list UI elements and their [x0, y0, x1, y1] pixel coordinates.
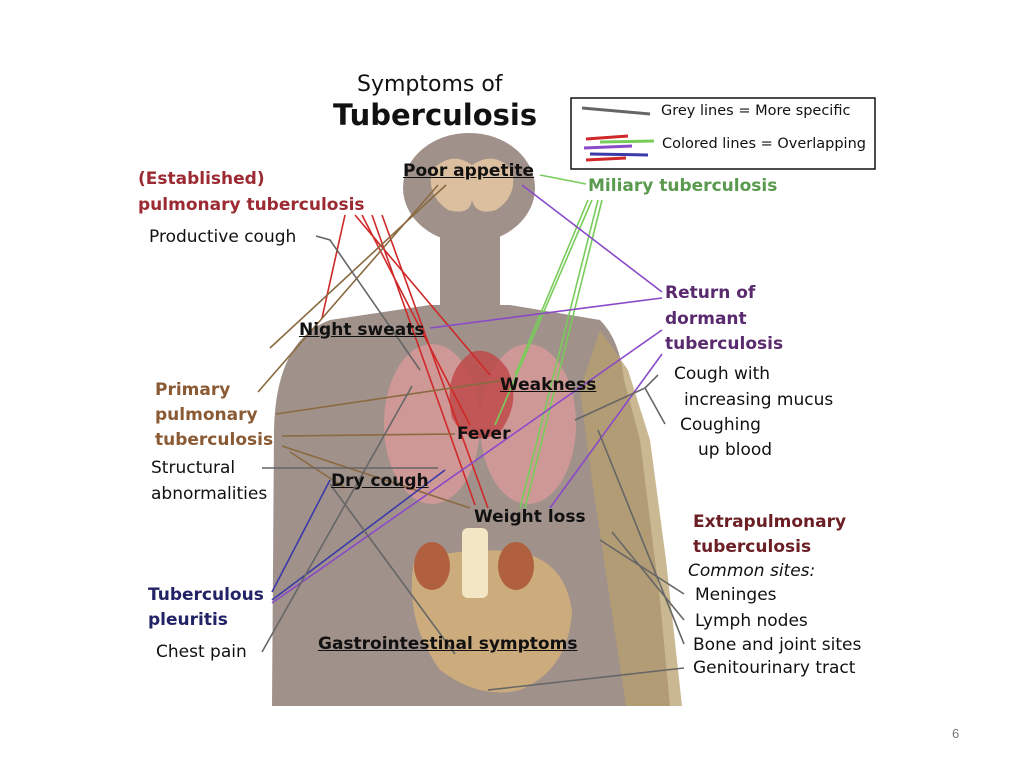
site-lymph-nodes: Lymph nodes	[695, 611, 808, 631]
symptom-weight-loss: Weight loss	[474, 507, 586, 527]
specific-coughing-blood-line-1: Coughing	[680, 415, 761, 435]
connector-lines	[257, 174, 685, 691]
legend-grey-text: Grey lines = More specific	[661, 103, 851, 119]
legend-swatch-green	[599, 139, 655, 144]
site-meninges: Meninges	[695, 585, 777, 605]
symptom-poor-appetite: Poor appetite	[403, 161, 535, 181]
abdomen-shape	[411, 550, 572, 693]
primary-tb-label-line-3: tuberculosis	[155, 430, 274, 450]
body-silhouette	[272, 133, 682, 706]
symptom-gastrointestinal: Gastrointestinal symptoms	[318, 634, 578, 654]
legend-colored-text: Colored lines = Overlapping	[662, 136, 866, 152]
brain-shape	[430, 158, 514, 212]
specific-chest-pain: Chest pain	[156, 642, 247, 662]
symptom-weakness: Weakness	[500, 375, 597, 395]
symptom-night-sweats: Night sweats	[299, 320, 425, 340]
specific-cough-mucus-line-1: Cough with	[674, 364, 771, 384]
primary-lines	[257, 184, 506, 509]
title-line-2: Tuberculosis	[333, 98, 538, 132]
spine-shape	[462, 528, 488, 598]
pulmonary-tb-label-line-1: (Established)	[138, 169, 265, 189]
miliary-lines	[494, 174, 603, 509]
pleuritis-lines	[271, 469, 446, 601]
legend-grey-swatch	[581, 106, 651, 116]
symptom-fever: Fever	[457, 424, 511, 444]
title-line-1: Symptoms of	[357, 72, 503, 97]
dormant-tb-label-line-2: dormant	[665, 309, 747, 329]
specific-structural-line-2: abnormalities	[151, 484, 268, 504]
dormant-tb-label-line-3: tuberculosis	[665, 334, 784, 354]
extrapulmonary-label-line-2: tuberculosis	[693, 537, 812, 557]
specific-lines	[261, 235, 685, 691]
site-genitourinary: Genitourinary tract	[693, 658, 856, 678]
legend	[570, 97, 876, 170]
specific-productive-cough: Productive cough	[149, 227, 297, 247]
page-number: 6	[952, 726, 960, 741]
dormant-tb-label-line-1: Return of	[665, 283, 756, 303]
specific-coughing-blood-line-2: up blood	[698, 440, 773, 460]
pulmonary-lines	[321, 214, 491, 509]
symptom-dry-cough: Dry cough	[331, 471, 429, 491]
site-bone-joint: Bone and joint sites	[693, 635, 862, 655]
primary-tb-label-line-2: pulmonary	[155, 405, 258, 425]
specific-structural-line-1: Structural	[151, 458, 236, 478]
arm-shape	[580, 330, 682, 706]
pulmonary-tb-label-line-2: pulmonary tuberculosis	[138, 195, 365, 215]
extrapulmonary-label-line-1: Extrapulmonary	[693, 512, 847, 532]
legend-swatch-red	[585, 134, 629, 141]
specific-cough-mucus-line-2: increasing mucus	[684, 390, 834, 410]
common-sites-label: Common sites:	[688, 561, 816, 581]
primary-tb-label-line-1: Primary	[155, 380, 231, 400]
left-kidney-shape	[414, 542, 450, 590]
miliary-tb-label: Miliary tuberculosis	[588, 176, 778, 196]
pleuritis-label-line-1: Tuberculous	[148, 585, 264, 605]
right-kidney-shape	[498, 542, 534, 590]
pleuritis-label-line-2: pleuritis	[148, 610, 228, 630]
legend-swatch-purple	[583, 144, 633, 150]
dormant-lines	[271, 184, 663, 604]
legend-swatch-dark-red	[585, 156, 627, 162]
legend-swatch-blue	[589, 152, 649, 157]
neck-shape	[440, 232, 500, 312]
